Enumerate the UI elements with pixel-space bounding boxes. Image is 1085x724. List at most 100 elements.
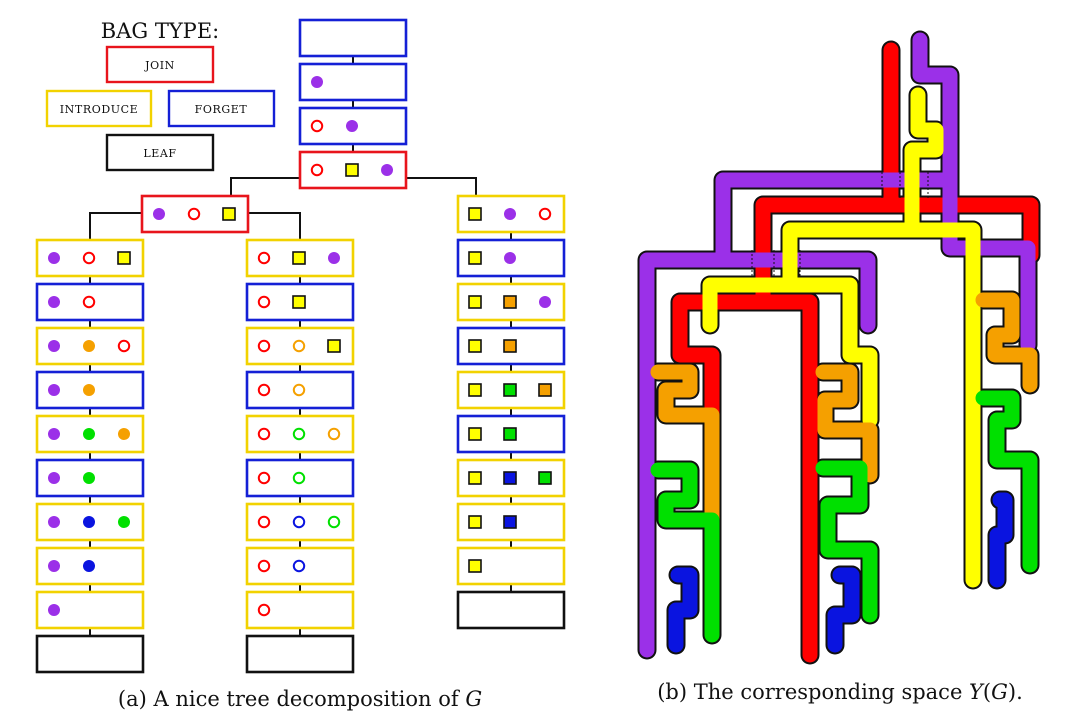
caption-b-arg: G (991, 680, 1008, 704)
vertex-purple-dot (48, 560, 60, 572)
pipe-blue (668, 492, 1013, 653)
tree-edge (230, 177, 300, 196)
vertex-green-dot (118, 516, 130, 528)
bag-forget (298, 62, 408, 102)
pipe-orange (650, 292, 1038, 538)
legend-box-introduce (45, 89, 153, 128)
vertex-green-square (503, 383, 517, 397)
bag-introduce (245, 326, 355, 366)
tree-edge (406, 177, 477, 196)
vertex-red-ring (310, 163, 324, 177)
caption-a-text: (a) A nice tree decomposition of (118, 687, 465, 711)
vertex-red-ring (257, 427, 271, 441)
vertex-orange-dot (118, 428, 130, 440)
vertex-purple-dot (381, 164, 393, 176)
bag-introduce (456, 502, 566, 542)
caption-a-symbol: G (465, 687, 482, 711)
bag-join (298, 150, 408, 190)
bag-introduce (35, 414, 145, 454)
vertex-yellow-square (468, 207, 482, 221)
vertex-yellow-square (292, 295, 306, 309)
vertex-yellow-square (468, 295, 482, 309)
bag-introduce (245, 546, 355, 586)
vertex-orange-dot (83, 384, 95, 396)
vertex-purple-dot (48, 604, 60, 616)
vertex-yellow-square (468, 251, 482, 265)
bag-type-legend: BAG TYPE: JOIN INTRODUCE FORGET LEAF (45, 19, 276, 172)
vertex-orange-ring (327, 427, 341, 441)
vertex-purple-dot (48, 296, 60, 308)
vertex-red-ring (257, 471, 271, 485)
vertex-orange-ring (292, 339, 306, 353)
bag-forget (298, 106, 408, 146)
vertex-purple-dot (48, 340, 60, 352)
vertex-yellow-square (468, 339, 482, 353)
vertex-yellow-square (222, 207, 236, 221)
vertex-purple-dot (346, 120, 358, 132)
legend-box-forget (167, 89, 276, 128)
vertex-red-ring (538, 207, 552, 221)
dotted-crossings (751, 172, 929, 276)
vertex-purple-dot (48, 428, 60, 440)
tree-decomposition (35, 18, 566, 674)
vertex-yellow-square (117, 251, 131, 265)
bag-introduce (456, 370, 566, 410)
bag-introduce (456, 546, 566, 586)
space-YG (637, 30, 1041, 665)
legend-title: BAG TYPE: (101, 19, 219, 43)
vertex-blue-ring (292, 559, 306, 573)
bag-box (456, 590, 566, 630)
vertex-purple-dot (153, 208, 165, 220)
legend-box-join (105, 45, 215, 84)
vertex-red-ring (257, 251, 271, 265)
vertex-green-ring (292, 471, 306, 485)
bag-join (140, 194, 250, 234)
bag-introduce (245, 238, 355, 278)
vertex-red-ring (82, 251, 96, 265)
vertex-purple-dot (48, 516, 60, 528)
legend-label-leaf: LEAF (143, 147, 176, 160)
bag-introduce (456, 194, 566, 234)
vertex-green-square (538, 471, 552, 485)
bag-box (35, 634, 145, 674)
tree-bags (35, 18, 566, 674)
caption-b-text: (b) The corresponding space (657, 680, 969, 704)
vertex-yellow-square (468, 427, 482, 441)
vertex-purple-dot (48, 252, 60, 264)
bag-forget (35, 458, 145, 498)
legend-box-leaf (105, 133, 215, 172)
vertex-blue-dot (83, 560, 95, 572)
pipe-purple (639, 32, 1036, 658)
vertex-red-ring (257, 339, 271, 353)
tree-edge (248, 212, 301, 240)
vertex-green-dot (83, 472, 95, 484)
vertex-yellow-square (468, 383, 482, 397)
pipe-green (650, 390, 1038, 643)
bag-introduce (456, 282, 566, 322)
bag-forget (245, 370, 355, 410)
vertex-purple-dot (539, 296, 551, 308)
bag-forget (245, 458, 355, 498)
bag-introduce (456, 458, 566, 498)
legend-label-introduce: INTRODUCE (60, 103, 139, 116)
vertex-purple-dot (504, 208, 516, 220)
bag-introduce (245, 590, 355, 630)
vertex-orange-dot (83, 340, 95, 352)
caption-b-paren: ( (983, 680, 991, 704)
bag-introduce (35, 590, 145, 630)
vertex-yellow-square (468, 471, 482, 485)
bag-introduce (35, 502, 145, 542)
bag-leaf (35, 634, 145, 674)
vertex-yellow-square (468, 559, 482, 573)
vertex-purple-dot (328, 252, 340, 264)
bag-leaf (456, 590, 566, 630)
vertex-orange-square (538, 383, 552, 397)
vertex-orange-square (503, 295, 517, 309)
bag-forget (456, 326, 566, 366)
vertex-red-ring (187, 207, 201, 221)
caption-b-suffix: ). (1008, 680, 1023, 704)
pipe-red (672, 42, 1039, 663)
bag-box (245, 634, 355, 674)
vertex-yellow-square (468, 515, 482, 529)
